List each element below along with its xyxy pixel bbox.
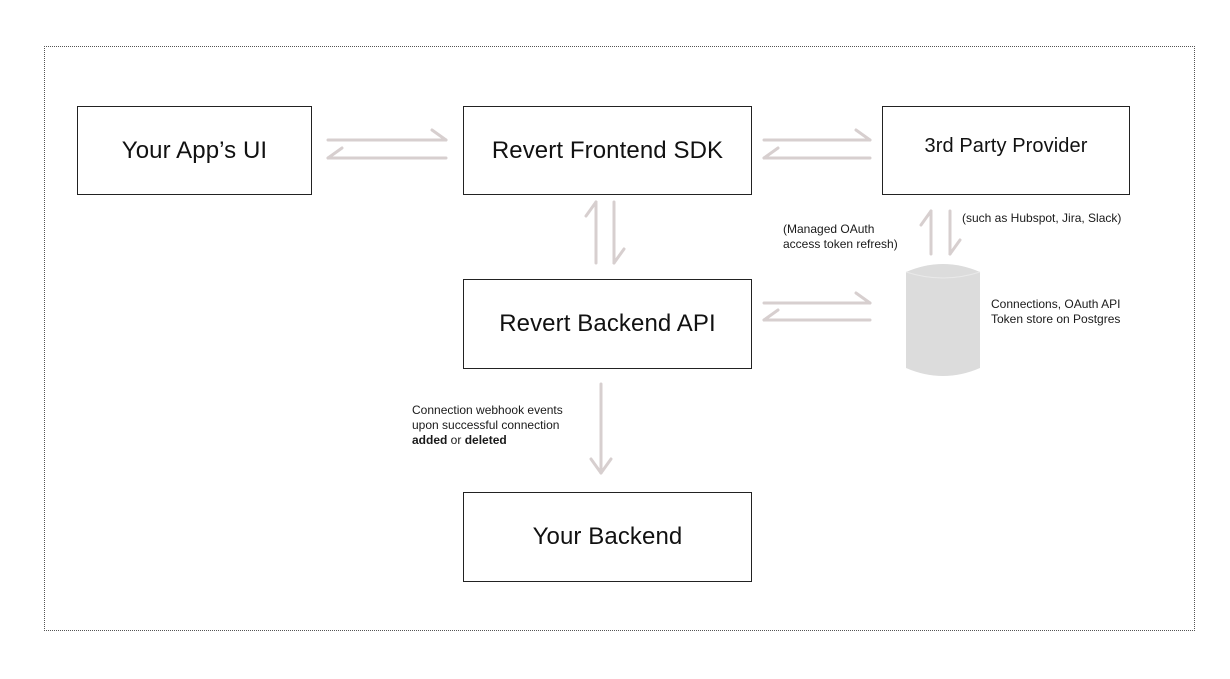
providers-example-note: (such as Hubspot, Jira, Slack) (962, 211, 1121, 226)
database-cylinder-icon (903, 262, 983, 380)
node-revert-backend-api-label: Revert Backend API (499, 310, 716, 337)
node-revert-frontend-sdk-label: Revert Frontend SDK (491, 136, 724, 164)
node-3rd-party-provider-label: 3rd Party Provider (924, 135, 1088, 157)
node-3rd-party-provider: 3rd Party Provider (882, 106, 1130, 195)
managed-oauth-line2: access token refresh) (783, 237, 898, 251)
webhook-added: added (412, 433, 448, 447)
webhook-line3: added or deleted (412, 433, 563, 448)
node-revert-frontend-sdk: Revert Frontend SDK (463, 106, 752, 195)
providers-example-text: (such as Hubspot, Jira, Slack) (962, 211, 1122, 225)
managed-oauth-line1: (Managed OAuth (783, 222, 875, 236)
node-your-app-ui-label: Your App’s UI (121, 136, 268, 164)
managed-oauth-note: (Managed OAuth access token refresh) (783, 222, 898, 252)
token-store-note: Connections, OAuth API Token store on Po… (991, 297, 1120, 327)
node-your-backend: Your Backend (463, 492, 752, 582)
node-your-backend-label: Your Backend (532, 523, 683, 550)
webhook-or: or (447, 433, 465, 447)
token-store-line1: Connections, OAuth API (991, 297, 1121, 311)
token-store-line2: Token store on Postgres (991, 312, 1121, 326)
webhook-line2: upon successful connection (412, 418, 560, 432)
webhook-deleted: deleted (464, 433, 507, 447)
node-your-app-ui: Your App’s UI (77, 106, 312, 195)
webhook-note: Connection webhook events upon successfu… (412, 403, 563, 448)
webhook-line1: Connection webhook events (412, 403, 563, 417)
system-boundary-frame (44, 46, 1195, 631)
node-revert-backend-api: Revert Backend API (463, 279, 752, 369)
